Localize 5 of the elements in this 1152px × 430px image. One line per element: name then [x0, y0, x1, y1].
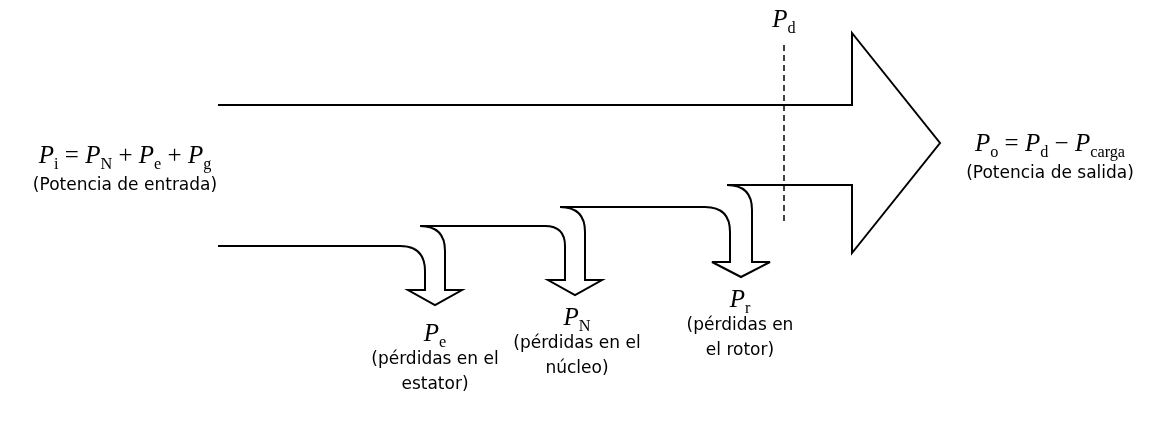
- formula-text: P$_{d}$: [772, 4, 796, 39]
- caption-text: (Potencia de entrada): [32, 173, 218, 196]
- formula-text: P$_{o}$ = P$_{d}$ − P$_{carga}$: [974, 128, 1126, 163]
- formula-text: P$_{i}$ = P$_{N}$ + P$_{e}$ + P$_{g}$: [38, 140, 212, 175]
- caption-text: (Potencia de salida): [966, 161, 1134, 184]
